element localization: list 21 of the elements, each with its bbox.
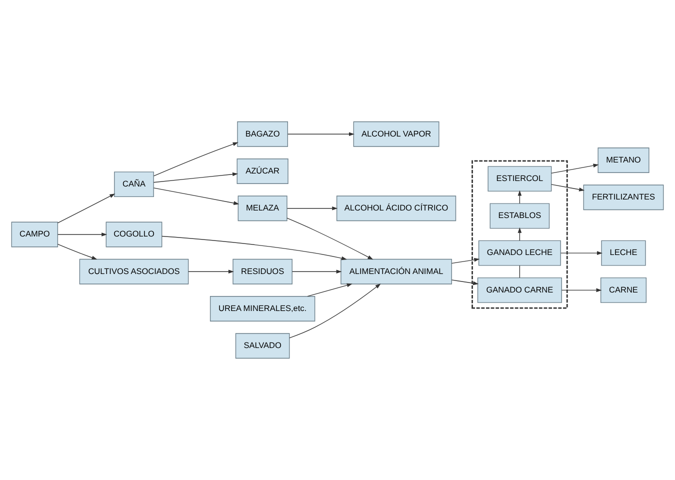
arrow xyxy=(560,251,602,255)
arrow xyxy=(451,258,480,264)
arrow xyxy=(561,288,602,292)
arrow xyxy=(57,194,116,224)
arrow xyxy=(188,270,234,274)
arrow xyxy=(292,270,342,274)
arrow xyxy=(289,284,381,338)
arrow xyxy=(286,206,338,210)
arrow xyxy=(307,283,352,297)
arrow xyxy=(57,244,98,260)
arrow xyxy=(551,164,599,174)
arrow xyxy=(154,142,238,176)
arrow xyxy=(57,232,108,236)
connector xyxy=(519,265,520,278)
arrow xyxy=(451,280,479,286)
arrow xyxy=(153,172,238,183)
arrow xyxy=(162,236,348,260)
arrow xyxy=(286,218,374,260)
arrow xyxy=(153,188,240,205)
arrow xyxy=(287,132,354,136)
arrow xyxy=(551,184,585,192)
